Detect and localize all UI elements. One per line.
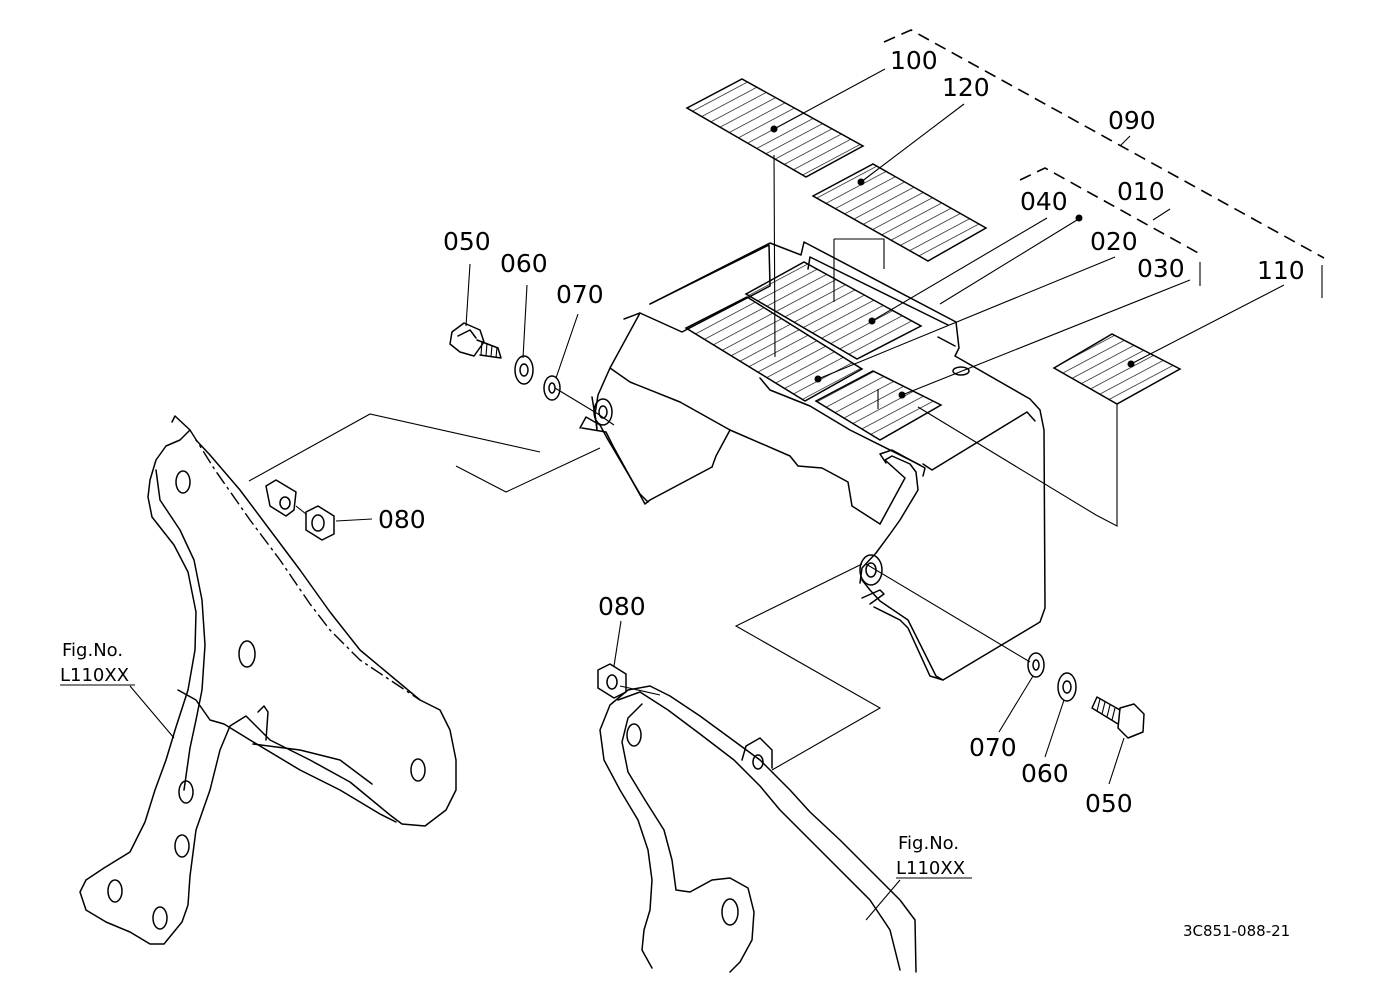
label-110: 110 (1257, 256, 1305, 285)
left-bracket (79, 415, 457, 945)
label-040: 040 (1020, 187, 1068, 216)
cover-010 (579, 241, 1046, 681)
fig-ref-right-line2: L110XX (896, 858, 965, 879)
fig-ref-left-line2: L110XX (60, 665, 129, 686)
label-070-right: 070 (969, 733, 1017, 762)
decal-110 (1052, 333, 1182, 405)
label-060-right: 060 (1021, 759, 1069, 788)
fig-ref-left-line1: Fig.No. (62, 640, 123, 661)
decal-040 (744, 261, 923, 360)
washer-070-right (1027, 652, 1045, 678)
label-050-left: 050 (443, 227, 491, 256)
decal-120 (811, 163, 988, 262)
label-100: 100 (890, 46, 938, 75)
label-010: 010 (1117, 177, 1165, 206)
diagram-code: 3C851-088-21 (1183, 922, 1290, 940)
label-080-bottom: 080 (598, 592, 646, 621)
label-080-left: 080 (378, 505, 426, 534)
bolt-050-left (449, 322, 502, 359)
nut-080-left (305, 505, 335, 541)
label-120: 120 (942, 73, 990, 102)
washer-060-right (1057, 672, 1077, 702)
washer-070-left (543, 375, 561, 401)
fig-ref-right-line1: Fig.No. (898, 833, 959, 854)
nut-080-bottom (597, 663, 627, 699)
washer-060-left (514, 355, 534, 385)
label-030: 030 (1137, 254, 1185, 283)
clip-left (265, 479, 297, 517)
label-060-left: 060 (500, 249, 548, 278)
label-050-right: 050 (1085, 789, 1133, 818)
label-090: 090 (1108, 106, 1156, 135)
right-bracket (599, 685, 917, 973)
decal-020 (684, 296, 864, 402)
bolt-050-right (1091, 696, 1145, 739)
label-070-left: 070 (556, 280, 604, 309)
label-020: 020 (1090, 227, 1138, 256)
